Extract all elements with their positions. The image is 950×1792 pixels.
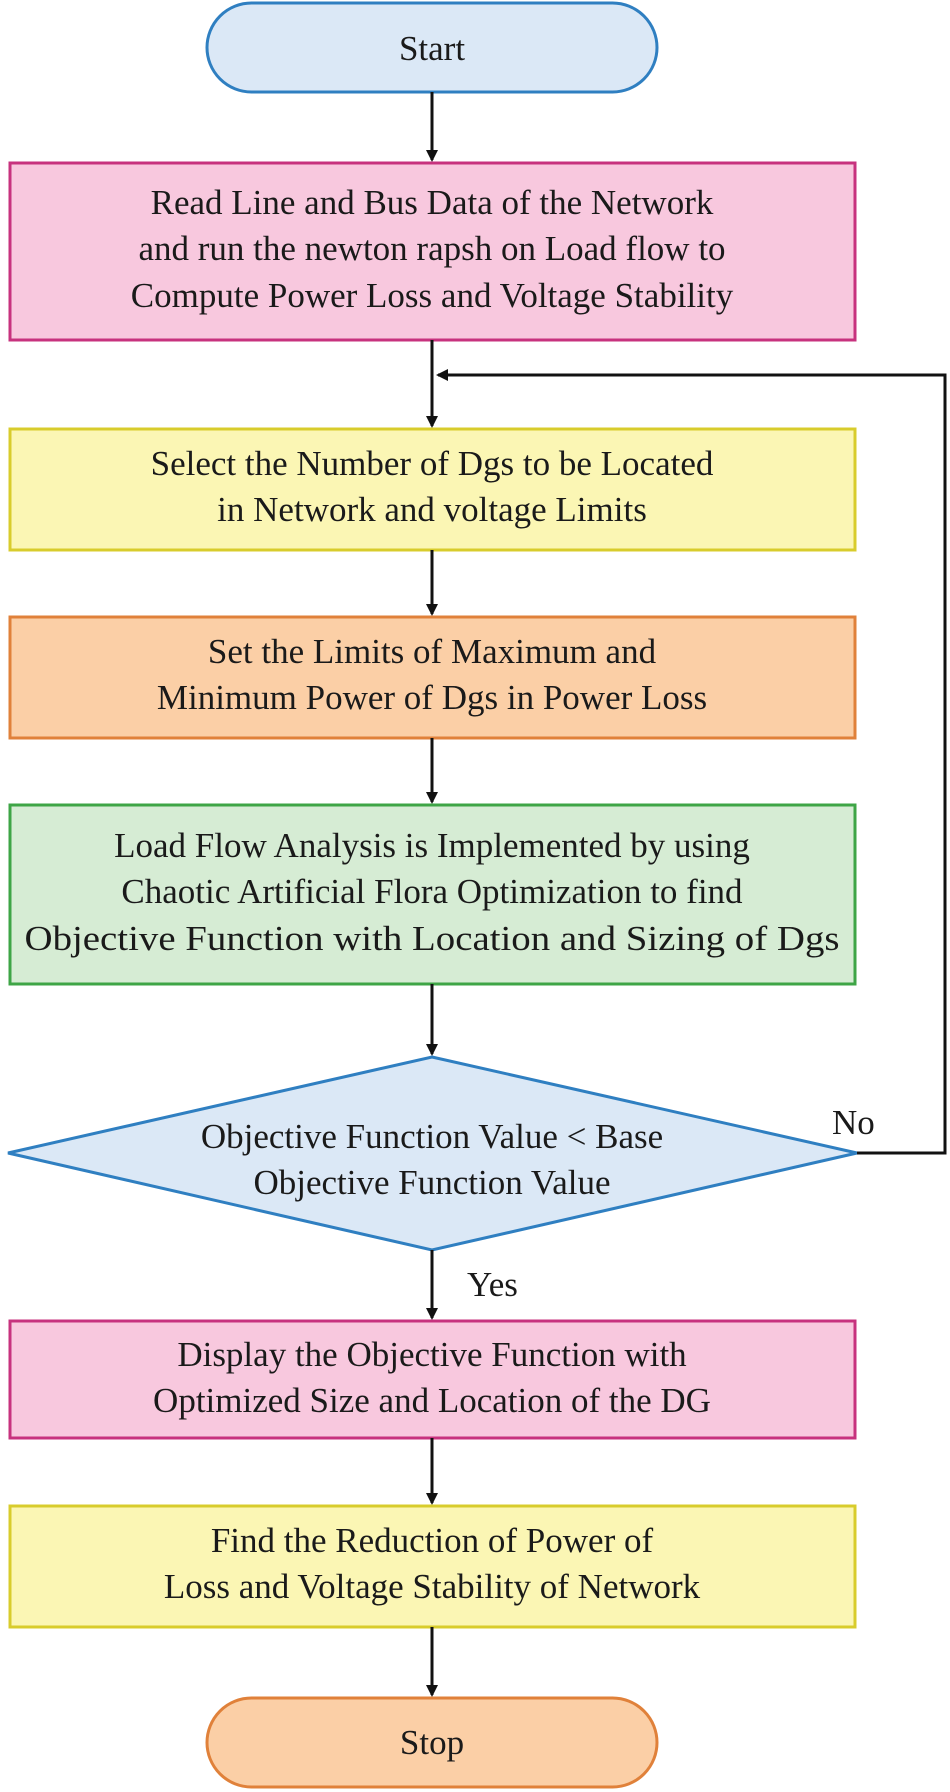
- select-dgs-line-1: Select the Number of Dgs to be Located: [151, 444, 714, 483]
- select-dgs-line-2: in Network and voltage Limits: [217, 490, 647, 529]
- read-data-process-shape: [8, 161, 857, 342]
- display-node: Display the Objective Function with Opti…: [8, 1319, 857, 1440]
- decision-line-2: Objective Function Value: [253, 1163, 610, 1202]
- display-line-2: Optimized Size and Location of the DG: [153, 1381, 711, 1420]
- start-label: Start: [399, 29, 465, 68]
- load-flow-line-1: Load Flow Analysis is Implemented by usi…: [114, 826, 750, 865]
- set-limits-line-2: Minimum Power of Dgs in Power Loss: [157, 678, 707, 717]
- read-data-line-3: Compute Power Loss and Voltage Stability: [131, 276, 734, 315]
- set-limits-node: Set the Limits of Maximum and Minimum Po…: [8, 615, 857, 740]
- select-dgs-node: Select the Number of Dgs to be Located i…: [8, 427, 857, 552]
- find-reduction-line-1: Find the Reduction of Power of: [211, 1521, 654, 1560]
- set-limits-process-shape: [8, 615, 857, 740]
- find-reduction-node: Find the Reduction of Power of Loss and …: [8, 1504, 857, 1629]
- read-data-node: Read Line and Bus Data of the Network an…: [8, 161, 857, 342]
- decision-line-1: Objective Function Value < Base: [201, 1117, 663, 1156]
- stop-node: Stop: [205, 1696, 659, 1789]
- yes-edge-label: Yes: [467, 1265, 518, 1304]
- load-flow-process-shape: [8, 803, 857, 986]
- read-data-line-1: Read Line and Bus Data of the Network: [151, 183, 714, 222]
- stop-terminal-shape: [205, 1696, 659, 1789]
- load-flow-node: Load Flow Analysis is Implemented by usi…: [8, 803, 857, 986]
- load-flow-line-2: Chaotic Artificial Flora Optimization to…: [121, 872, 743, 911]
- read-data-line-2: and run the newton rapsh on Load flow to: [138, 229, 725, 268]
- start-node: Start: [205, 1, 659, 94]
- display-line-1: Display the Objective Function with: [177, 1335, 687, 1374]
- load-flow-line-3: Objective Function with Location and Siz…: [25, 919, 840, 958]
- stop-label: Stop: [400, 1723, 464, 1762]
- find-reduction-line-2: Loss and Voltage Stability of Network: [164, 1567, 701, 1606]
- decision-node: Objective Function Value < Base Objectiv…: [7, 1055, 858, 1252]
- no-edge-label: No: [832, 1103, 875, 1142]
- arrow-no-loop-to-select: [436, 369, 947, 1155]
- set-limits-line-1: Set the Limits of Maximum and: [208, 632, 657, 671]
